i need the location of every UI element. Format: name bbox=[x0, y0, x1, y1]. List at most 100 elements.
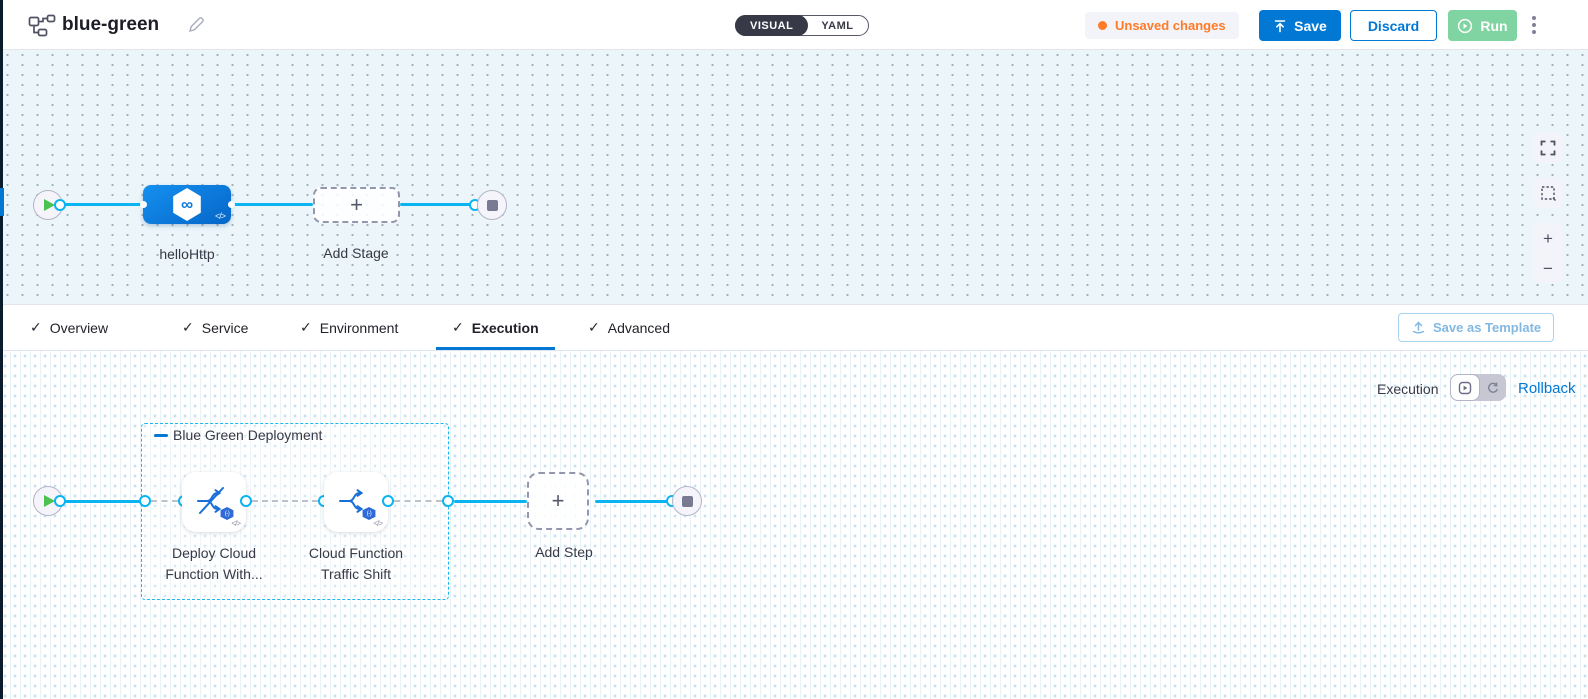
toggle-visual[interactable]: VISUAL bbox=[735, 15, 809, 36]
tab-advanced[interactable]: ✓ Advanced bbox=[572, 305, 686, 350]
check-icon: ✓ bbox=[182, 319, 194, 335]
stage-tabbar: ✓ Overview ✓ Service ✓ Environment ✓ Exe… bbox=[0, 305, 1588, 351]
tab-service[interactable]: ✓ Service bbox=[166, 305, 264, 350]
code-icon: </> bbox=[214, 211, 226, 221]
check-icon: ✓ bbox=[588, 319, 600, 335]
step-node-traffic-shift[interactable]: (-) </> bbox=[324, 472, 388, 532]
connector-line bbox=[231, 203, 313, 206]
collapse-group-icon[interactable] bbox=[154, 433, 168, 437]
execution-end-node bbox=[672, 486, 702, 516]
run-label: Run bbox=[1480, 17, 1508, 34]
rollback-icon bbox=[1488, 382, 1498, 393]
discard-button[interactable]: Discard bbox=[1350, 10, 1437, 41]
save-as-template-label: Save as Template bbox=[1433, 320, 1542, 335]
pipeline-icon bbox=[28, 14, 56, 37]
tab-environment[interactable]: ✓ Environment bbox=[284, 305, 414, 350]
nav-collapsed-strip bbox=[0, 0, 3, 699]
run-button[interactable]: Run bbox=[1448, 10, 1517, 41]
link-point bbox=[442, 495, 454, 507]
tab-label: Environment bbox=[319, 319, 399, 336]
connector-line bbox=[454, 500, 527, 503]
execution-mode-label: Execution bbox=[1377, 381, 1439, 397]
discard-label: Discard bbox=[1367, 17, 1420, 34]
connector-dashed bbox=[151, 500, 178, 502]
add-stage-button[interactable]: + bbox=[313, 187, 400, 223]
plus-icon: + bbox=[350, 192, 363, 217]
connector-dashed bbox=[394, 500, 442, 502]
execution-mode-segment[interactable] bbox=[1450, 374, 1480, 401]
run-play-icon bbox=[1458, 18, 1473, 33]
unsaved-changes-badge: Unsaved changes bbox=[1085, 12, 1239, 39]
execution-steps-icon bbox=[1458, 381, 1472, 394]
serverless-hexagon-icon: ∞ bbox=[173, 188, 201, 221]
connector-line bbox=[400, 203, 477, 206]
zoom-controls: + − bbox=[1533, 223, 1563, 283]
connector-line bbox=[48, 203, 143, 206]
fullscreen-button[interactable] bbox=[1533, 133, 1563, 163]
stage-name-label: helloHttp bbox=[159, 246, 215, 262]
step-group-header[interactable]: Blue Green Deployment bbox=[154, 427, 322, 443]
code-icon: </> bbox=[373, 519, 383, 528]
edit-title-icon[interactable] bbox=[188, 16, 205, 33]
stage-node-hellohttp[interactable]: ∞ </> bbox=[143, 185, 231, 224]
link-point bbox=[54, 199, 66, 211]
step-label: Deploy Cloud Function With... bbox=[165, 545, 263, 582]
node-port bbox=[228, 201, 235, 208]
start-play-icon bbox=[44, 495, 55, 507]
link-point bbox=[240, 495, 252, 507]
stage-canvas[interactable]: ∞ </> helloHttp + Add Stage bbox=[0, 50, 1588, 305]
add-stage-label: Add Stage bbox=[323, 245, 389, 261]
deploy-no-traffic-icon bbox=[197, 487, 224, 514]
more-options-menu-icon[interactable] bbox=[1528, 14, 1540, 36]
fullscreen-icon bbox=[1540, 140, 1556, 156]
check-icon: ✓ bbox=[30, 319, 42, 335]
tab-label: Overview bbox=[49, 319, 109, 336]
zoom-in-icon[interactable]: + bbox=[1543, 228, 1553, 248]
infinity-icon: ∞ bbox=[180, 195, 194, 214]
active-stage-indicator bbox=[0, 188, 4, 216]
rollback-link[interactable]: Rollback bbox=[1518, 380, 1576, 397]
execution-canvas[interactable]: Execution Rollback bbox=[0, 351, 1588, 699]
tab-label: Execution bbox=[471, 319, 539, 336]
connector-line bbox=[595, 500, 672, 503]
fit-to-screen-button[interactable] bbox=[1533, 178, 1563, 208]
unsaved-changes-label: Unsaved changes bbox=[1115, 18, 1226, 33]
save-button[interactable]: Save bbox=[1259, 10, 1341, 41]
add-step-button[interactable]: + bbox=[527, 472, 589, 530]
traffic-shift-icon bbox=[339, 489, 364, 513]
traffic-badge-icon: (-) bbox=[362, 507, 376, 520]
step-group-label: Blue Green Deployment bbox=[173, 427, 323, 443]
check-icon: ✓ bbox=[300, 319, 312, 335]
save-as-template-button[interactable]: Save as Template bbox=[1398, 313, 1555, 342]
connector-dashed bbox=[252, 500, 318, 502]
code-icon: </> bbox=[231, 519, 241, 528]
zoom-out-icon[interactable]: − bbox=[1543, 258, 1553, 278]
link-point bbox=[382, 495, 394, 507]
toggle-yaml[interactable]: YAML bbox=[821, 19, 854, 32]
check-icon: ✓ bbox=[452, 319, 464, 335]
tab-overview[interactable]: ✓ Overview bbox=[14, 305, 124, 350]
rollback-mode-segment[interactable] bbox=[1480, 374, 1506, 401]
pipeline-end-node bbox=[477, 190, 507, 220]
step-node-deploy-cloud-function[interactable]: (-) </> bbox=[182, 472, 246, 532]
tab-label: Service bbox=[201, 319, 249, 336]
connector-line bbox=[48, 500, 141, 503]
step-label: Cloud Function Traffic Shift bbox=[308, 545, 404, 582]
visual-yaml-toggle: VISUAL YAML bbox=[735, 15, 869, 36]
traffic-badge-icon: (-) bbox=[220, 507, 234, 520]
header: blue-green VISUAL YAML Unsaved changes S… bbox=[0, 0, 1588, 50]
save-label: Save bbox=[1294, 17, 1327, 34]
link-point bbox=[54, 495, 66, 507]
plus-icon: + bbox=[551, 488, 565, 513]
add-step-label: Add Step bbox=[535, 544, 593, 560]
stop-square-icon bbox=[486, 199, 498, 211]
execution-rollback-toggle bbox=[1450, 374, 1506, 401]
tab-execution[interactable]: ✓ Execution bbox=[436, 305, 555, 350]
page-title: blue-green bbox=[62, 14, 160, 35]
node-port bbox=[140, 201, 147, 208]
stop-square-icon bbox=[681, 495, 693, 507]
publish-up-icon bbox=[1274, 19, 1286, 32]
unsaved-dot-icon bbox=[1098, 21, 1107, 30]
tab-label: Advanced bbox=[607, 319, 671, 336]
